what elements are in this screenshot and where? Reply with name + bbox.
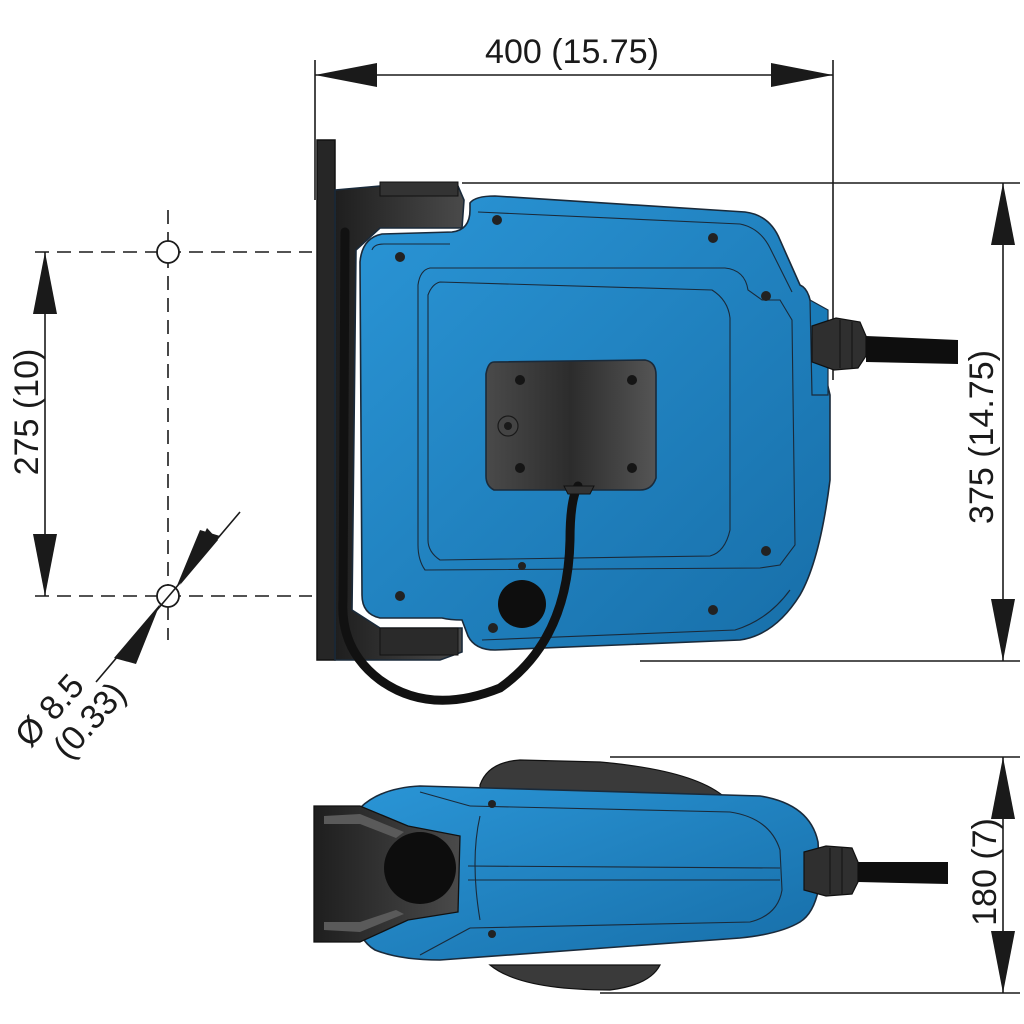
height-dimension: 375 (14.75) (462, 182, 1020, 662)
cable-gland-top (803, 845, 859, 897)
reel-housing-top (355, 785, 821, 961)
mounting-hole-top (156, 240, 180, 264)
front-view (316, 139, 958, 705)
control-panel (485, 359, 657, 491)
hose-outlet (498, 580, 546, 628)
housing-screws (395, 215, 771, 633)
power-cable-front (866, 336, 958, 364)
depth-label: 180 (7) (966, 818, 1004, 926)
wall-plate (316, 139, 336, 661)
width-label: 400 (15.75) (485, 33, 659, 71)
hole-spacing-dimension: 275 (10) (8, 210, 312, 640)
height-label: 375 (14.75) (963, 350, 1001, 524)
power-cable-top (858, 862, 948, 884)
depth-dimension: 180 (7) (600, 756, 1020, 994)
top-view (313, 759, 948, 991)
width-dimension: 400 (15.75) (314, 33, 834, 380)
cable-loop (338, 227, 583, 705)
cable-gland (811, 317, 867, 371)
hose-outlet-top (384, 832, 456, 904)
hole-spacing-label: 275 (10) (8, 349, 46, 476)
